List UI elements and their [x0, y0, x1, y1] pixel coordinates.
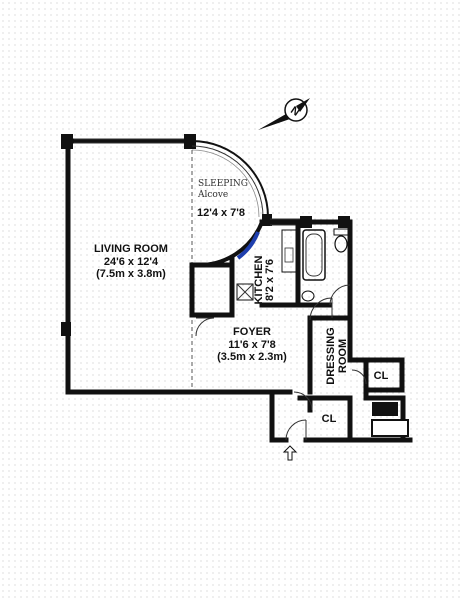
dressing-sub-label: ROOM — [337, 339, 349, 373]
door-bath-swing — [329, 284, 351, 306]
kitchen-dims: 8'2 x 7'6 — [264, 259, 276, 301]
column-bay-end — [262, 214, 272, 226]
stove-icon — [236, 283, 254, 301]
toilet-icon — [334, 235, 348, 253]
foyer-dims-metric: (3.5m x 2.3m) — [217, 351, 287, 363]
compass-arrow — [258, 114, 290, 130]
living-room-window — [61, 134, 196, 336]
compass: N — [258, 98, 310, 130]
closet-label-right: CL — [374, 370, 389, 382]
door-dressing-swing — [309, 297, 333, 321]
bay-window-inner — [191, 145, 264, 218]
storage-shelf — [371, 419, 409, 437]
living-room-dims-metric: (7.5m x 3.8m) — [96, 268, 166, 280]
bathtub-icon — [302, 229, 326, 281]
compass-arrow-head — [296, 98, 310, 112]
stove-cross-2 — [236, 283, 254, 301]
column-bath-right — [338, 216, 350, 228]
door-entry-swing — [285, 419, 307, 441]
column-left-lower — [61, 322, 71, 336]
kitchen-fixtures — [236, 229, 297, 301]
kitchen-sink-icon — [284, 247, 294, 263]
doors — [195, 284, 367, 441]
interior-walls — [189, 223, 353, 443]
closet-label-bottom: CL — [322, 413, 337, 425]
door-cl-right-swing — [351, 369, 367, 385]
sink-icon — [301, 290, 315, 302]
sleeping-alcove-bay — [191, 140, 272, 268]
column-mid — [184, 134, 196, 149]
column-left — [61, 134, 73, 149]
room-labels: LIVING ROOM 24'6 x 12'4 (7.5m x 3.8m) SL… — [94, 179, 389, 425]
entry-arrow-icon — [282, 445, 298, 461]
living-room-label: LIVING ROOM — [94, 243, 168, 255]
column-bath — [300, 216, 312, 228]
bathroom-fixtures — [301, 228, 349, 302]
sleeping-sub-label: Alcove — [197, 190, 228, 200]
bathtub-inner — [305, 233, 323, 277]
dressing-label: DRESSING — [325, 327, 337, 384]
living-room-dims: 24'6 x 12'4 — [104, 256, 159, 268]
window-blue-accent — [236, 231, 260, 260]
foyer-label: FOYER — [233, 326, 271, 338]
kitchen-label: KITCHEN — [253, 256, 265, 305]
door-cl-swing — [293, 391, 313, 411]
kitchen-counter — [281, 229, 297, 273]
foyer-dims: 11'6 x 7'8 — [228, 339, 275, 351]
sleeping-dims: 12'4 x 7'8 — [197, 207, 245, 219]
bay-window-inner-2 — [191, 149, 260, 218]
door-closet-swing — [195, 317, 215, 337]
bay-window-outer — [191, 140, 269, 218]
closet-storage — [371, 402, 409, 437]
bath-window — [270, 216, 350, 228]
sleeping-label: SLEEPING — [198, 179, 248, 189]
toilet-tank — [333, 228, 349, 236]
storage-block — [372, 402, 398, 416]
